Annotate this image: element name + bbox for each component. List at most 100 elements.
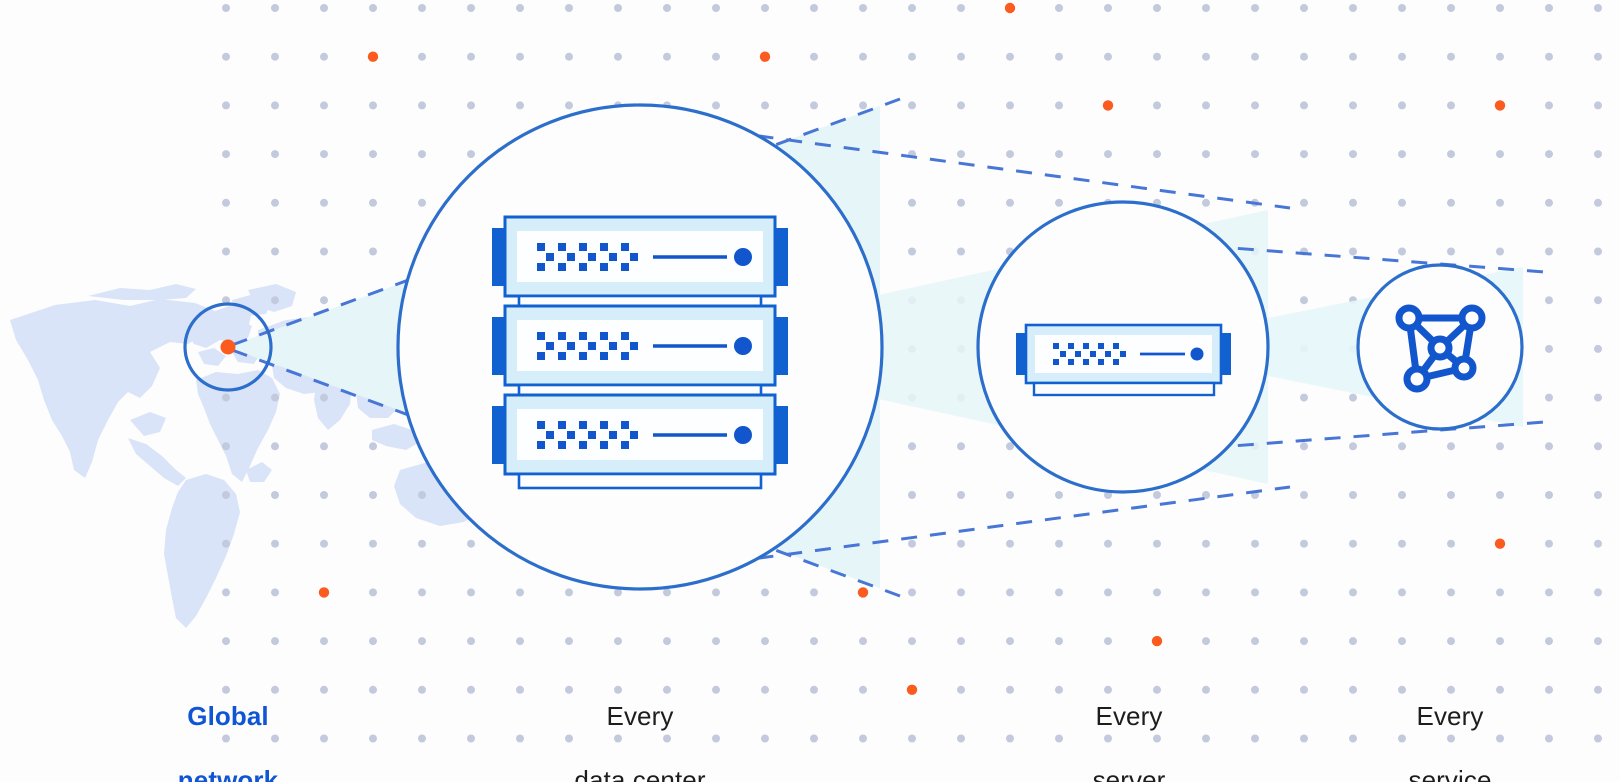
grid-dot	[271, 247, 279, 256]
grid-dot	[712, 734, 720, 743]
grid-dot	[1349, 198, 1357, 207]
grid-dot	[1545, 296, 1553, 305]
grid-dot	[369, 588, 377, 597]
grid-dot	[663, 4, 671, 12]
grid-dot	[1153, 685, 1161, 694]
grid-dot	[1594, 491, 1602, 499]
grid-dot	[761, 101, 769, 110]
grid-dot	[1545, 198, 1553, 207]
grid-dot	[957, 52, 965, 61]
grid-dot	[369, 247, 377, 256]
grid-dot	[320, 52, 328, 61]
grid-dot-highlight	[1494, 100, 1506, 111]
server-base-shelf	[1032, 381, 1216, 397]
grid-dot	[1398, 198, 1406, 207]
grid-dot	[1006, 685, 1014, 694]
grid-dot	[1349, 247, 1357, 256]
grid-dot	[418, 4, 426, 12]
label-line-2: server	[1092, 765, 1166, 782]
grid-dot	[1349, 4, 1357, 12]
grid-dot	[222, 247, 230, 256]
server-status-dot	[1190, 347, 1204, 361]
cone-dash-bottom-2	[699, 485, 1291, 568]
grid-dot	[1300, 442, 1308, 451]
grid-dot	[1496, 150, 1504, 159]
grid-dot	[1447, 685, 1455, 694]
grid-dot	[418, 198, 426, 207]
grid-dot	[271, 150, 279, 159]
stage-label-every-data-center: Every data center	[500, 668, 780, 782]
grid-dot	[271, 296, 279, 305]
grid-dot	[810, 637, 818, 646]
grid-dot	[271, 393, 279, 402]
grid-dot	[1300, 491, 1308, 499]
grid-dot	[1349, 52, 1357, 61]
grid-dot	[565, 588, 573, 597]
grid-dot	[1496, 588, 1504, 597]
grid-dot	[810, 685, 818, 694]
grid-dot	[1594, 442, 1602, 451]
grid-dot	[467, 588, 475, 597]
grid-dot	[1349, 442, 1357, 451]
grid-dot	[810, 4, 818, 12]
grid-dot	[1153, 734, 1161, 743]
grid-dot	[957, 637, 965, 646]
grid-dot	[908, 442, 916, 451]
grid-dot	[1447, 247, 1455, 256]
grid-dot	[1153, 588, 1161, 597]
grid-dot	[222, 491, 230, 499]
server-led-grid	[537, 243, 638, 271]
grid-dot	[1055, 685, 1063, 694]
single-server-icon	[1016, 323, 1231, 397]
grid-dot	[1398, 685, 1406, 694]
grid-dot	[663, 734, 671, 743]
grid-dot	[1104, 52, 1112, 61]
grid-dot	[320, 393, 328, 402]
grid-dot	[1447, 52, 1455, 61]
stage-label-every-service: Every service	[1330, 668, 1570, 782]
grid-dot	[1202, 4, 1210, 12]
grid-dot	[712, 101, 720, 110]
grid-dot	[1545, 101, 1553, 110]
grid-dot	[1545, 491, 1553, 499]
grid-dot	[1545, 685, 1553, 694]
grid-dot	[516, 685, 524, 694]
grid-dot	[320, 296, 328, 305]
grid-dot	[1594, 393, 1602, 402]
grid-dot-highlight	[857, 587, 869, 598]
server-led-grid	[537, 421, 638, 449]
grid-dot	[320, 685, 328, 694]
grid-dot	[1496, 52, 1504, 61]
grid-dot	[565, 637, 573, 646]
grid-dot	[1594, 52, 1602, 61]
grid-dot	[1594, 247, 1602, 256]
grid-dot	[1545, 588, 1553, 597]
grid-dot	[810, 101, 818, 110]
grid-dot	[663, 637, 671, 646]
grid-dot	[957, 685, 965, 694]
grid-dot	[1398, 734, 1406, 743]
label-line-2: network	[177, 765, 279, 782]
grid-dot	[957, 491, 965, 499]
grid-dot	[957, 539, 965, 548]
grid-dot	[467, 637, 475, 646]
grid-dot	[957, 588, 965, 597]
grid-dot	[222, 588, 230, 597]
label-line-1: Every	[1416, 701, 1484, 731]
label-line-1: Every	[606, 701, 674, 731]
grid-dot	[1055, 150, 1063, 159]
grid-dot	[271, 491, 279, 499]
grid-dot	[1055, 101, 1063, 110]
grid-dot	[1349, 734, 1357, 743]
grid-dot	[418, 150, 426, 159]
grid-dot	[1202, 734, 1210, 743]
label-line-1: Global	[187, 701, 269, 731]
grid-dot	[1202, 637, 1210, 646]
grid-dot	[810, 734, 818, 743]
grid-dot	[908, 637, 916, 646]
